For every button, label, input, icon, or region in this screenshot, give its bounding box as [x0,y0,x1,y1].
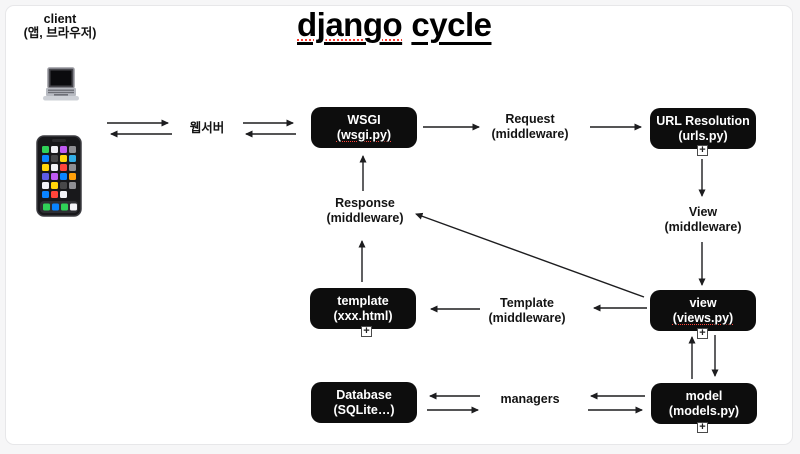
label-request-middleware: Request (middleware) [491,112,569,141]
label-response-middleware: Response (middleware) [326,196,404,225]
label-view-middleware: View (middleware) [664,205,742,234]
expand-icon: + [697,145,708,156]
laptop-icon [43,67,79,101]
client-label-line1: client [43,12,77,26]
node-view-title: view [689,295,717,310]
node-model-subtitle: (models.py) [668,403,740,418]
expand-icon: + [361,326,372,337]
node-url-resolution-title: URL Resolution [656,113,750,128]
node-model: model (models.py) [651,383,757,424]
label-webserver: 웹서버 [189,121,225,135]
node-wsgi-title: WSGI [347,112,381,127]
node-wsgi: WSGI (wsgi.py) [311,107,417,148]
title-word-cycle: cycle [411,6,492,43]
node-view: view (views.py) [650,290,756,331]
smartphone-icon [36,135,82,217]
label-managers: managers [500,392,560,406]
node-database-title: Database [336,387,392,402]
node-url-resolution: URL Resolution (urls.py) [650,108,756,149]
label-template-middleware: Template (middleware) [488,296,566,325]
node-database-subtitle: (SQLite…) [333,402,395,417]
arrow-view-to-response [415,212,645,298]
node-template-title: template [337,293,389,308]
expand-icon: + [697,422,708,433]
title-word-django: django [297,6,403,43]
client-label-line2: (앱, 브라우저) [23,26,97,40]
expand-icon: + [697,328,708,339]
node-template-subtitle: (xxx.html) [333,308,393,323]
node-url-resolution-subtitle: (urls.py) [678,128,728,143]
node-view-subtitle: (views.py) [672,310,734,325]
node-model-title: model [685,388,723,403]
node-database: Database (SQLite…) [311,382,417,423]
client-label: client (앱, 브라우저) [10,12,110,40]
diagram-canvas [5,5,793,445]
node-wsgi-subtitle: (wsgi.py) [336,127,392,142]
node-template: template (xxx.html) [310,288,416,329]
